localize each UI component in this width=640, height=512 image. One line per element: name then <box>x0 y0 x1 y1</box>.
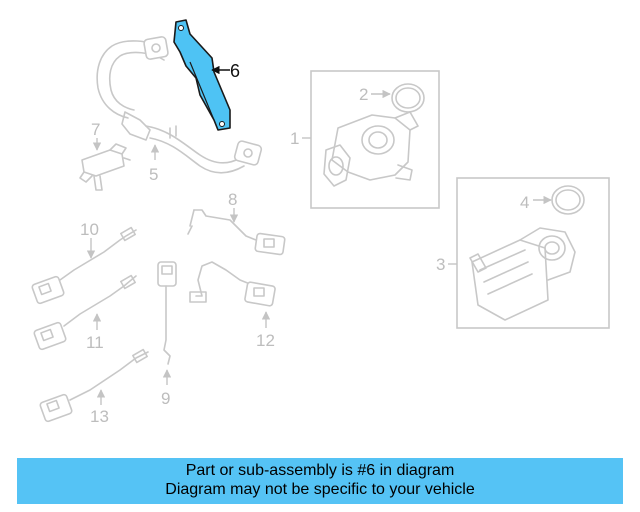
gasket-part-2 <box>391 83 425 113</box>
callout-12[interactable]: 12 <box>256 331 275 350</box>
callout-4[interactable]: 4 <box>520 193 529 212</box>
egr-cooler-part-3 <box>469 227 576 321</box>
callout-11[interactable]: 11 <box>86 333 104 352</box>
gasket-part-4 <box>551 185 585 215</box>
callout-6[interactable]: 6 <box>230 61 240 81</box>
callout-5[interactable]: 5 <box>149 165 158 184</box>
parts-diagram: 6 7 5 1 2 3 <box>31 19 610 426</box>
banner-line-disclaimer: Diagram may not be specific to your vehi… <box>165 481 475 498</box>
callout-1[interactable]: 1 <box>290 129 299 148</box>
sensor-part-7 <box>79 143 131 191</box>
sensor-part-12 <box>189 261 276 307</box>
info-banner: Part or sub-assembly is #6 in diagram Di… <box>17 458 623 504</box>
callout-8[interactable]: 8 <box>228 190 237 209</box>
callout-7[interactable]: 7 <box>91 120 100 139</box>
egr-pipe-part-5 <box>96 36 263 174</box>
callout-9[interactable]: 9 <box>161 389 170 408</box>
banner-line-part-number: Part or sub-assembly is #6 in diagram <box>185 462 455 479</box>
callout-2[interactable]: 2 <box>359 85 368 104</box>
bracket-part-6-highlighted[interactable] <box>173 19 231 131</box>
callout-3[interactable]: 3 <box>436 255 445 274</box>
callout-10[interactable]: 10 <box>80 220 99 239</box>
assembly-box-3 <box>456 177 610 329</box>
sensor-part-9 <box>157 261 177 365</box>
sensor-part-10 <box>31 226 137 305</box>
egr-valve-part-1 <box>323 111 419 187</box>
sensor-part-11 <box>33 274 137 351</box>
callout-13[interactable]: 13 <box>90 407 109 426</box>
assembly-box-1 <box>310 70 440 209</box>
sensor-part-13 <box>39 348 149 423</box>
temp-sensor-part-8 <box>187 209 286 256</box>
